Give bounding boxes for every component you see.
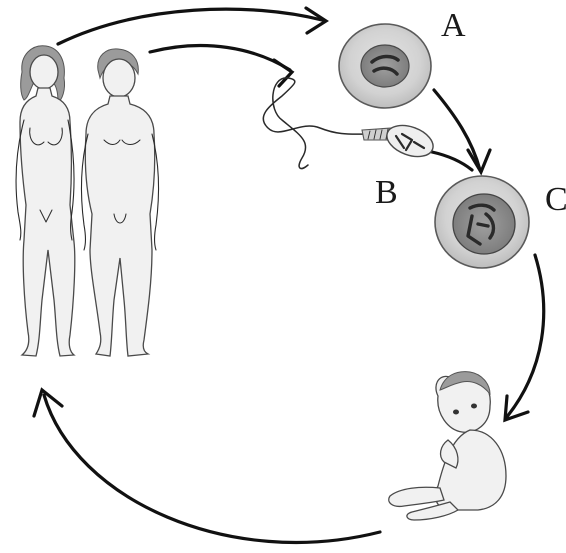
label-a: A xyxy=(441,9,466,43)
baby-figure xyxy=(389,372,506,520)
arrow-baby-to-adults xyxy=(34,390,380,542)
arrow-egg-to-zygote xyxy=(434,90,490,172)
label-c: C xyxy=(545,183,566,217)
arrow-zygote-to-baby xyxy=(505,255,544,420)
adult-man-figure xyxy=(81,49,158,356)
zygote-cell xyxy=(435,176,529,268)
arrow-woman-to-egg xyxy=(58,8,326,44)
adult-woman-figure xyxy=(16,46,75,356)
arrow-man-to-sperm xyxy=(150,46,292,86)
label-b: B xyxy=(375,176,398,210)
arrow-sperm-to-zygote xyxy=(432,152,472,170)
egg-cell xyxy=(339,24,431,108)
